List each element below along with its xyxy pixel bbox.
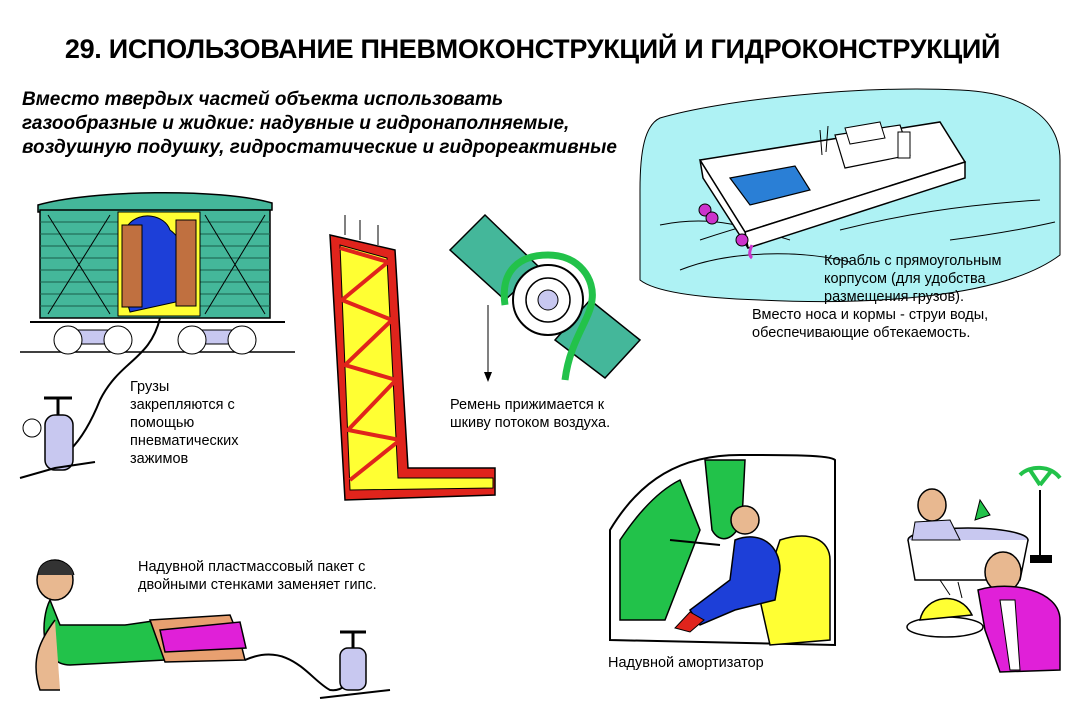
caption-line: Надувной пластмассовый пакет с <box>138 559 366 575</box>
wagon-caption: Грузы закрепляются с помощью пневматичес… <box>130 378 238 468</box>
intro-line: Вместо твердых частей объекта использова… <box>22 89 504 110</box>
wall-illustration <box>329 215 496 501</box>
caption-line: Корабль с прямоугольным <box>824 253 1002 269</box>
caption-line: размещения грузов). <box>824 289 965 305</box>
intro-line: газообразные и жидкие: надувные и гидрон… <box>22 113 570 134</box>
pulley-illustration <box>448 213 642 382</box>
wagon-illustration <box>19 191 295 479</box>
caption-line: помощью <box>130 415 195 431</box>
caption-line: корпусом (для удобства <box>824 271 986 287</box>
caption-line: обеспечивающие обтекаемость. <box>752 325 971 341</box>
ship-illustration <box>639 88 1061 303</box>
car-caption: Надувной амортизатор <box>608 654 764 672</box>
caption-line: двойными стенками заменяет гипс. <box>138 577 377 593</box>
caption-line: Надувной амортизатор <box>608 655 764 671</box>
page-title: 29. ИСПОЛЬЗОВАНИЕ ПНЕВМОКОНСТРУКЦИЙ И ГИ… <box>64 34 1001 64</box>
caption-line: закрепляются с <box>130 397 235 413</box>
car-illustration <box>609 453 836 647</box>
caption-line: Грузы <box>130 379 170 395</box>
caption-line: шкиву потоком воздуха. <box>450 415 611 431</box>
cast-caption: Надувной пластмассовый пакет с двойными … <box>138 558 377 594</box>
caption-line: Ремень прижимается к <box>450 397 605 413</box>
ship-caption: Корабль с прямоугольным корпусом (для уд… <box>752 252 1001 342</box>
caption-line: зажимов <box>130 451 189 467</box>
restaurant-illustration <box>906 465 1062 673</box>
caption-line: Вместо носа и кормы - струи воды, <box>752 307 989 323</box>
belt-caption: Ремень прижимается к шкиву потоком возду… <box>450 396 610 432</box>
intro-text: Вместо твердых частей объекта использова… <box>22 88 662 160</box>
caption-line: пневматических <box>130 433 239 449</box>
woman-illustration <box>35 559 391 699</box>
intro-line: воздушную подушку, гидростатические и ги… <box>22 137 617 158</box>
